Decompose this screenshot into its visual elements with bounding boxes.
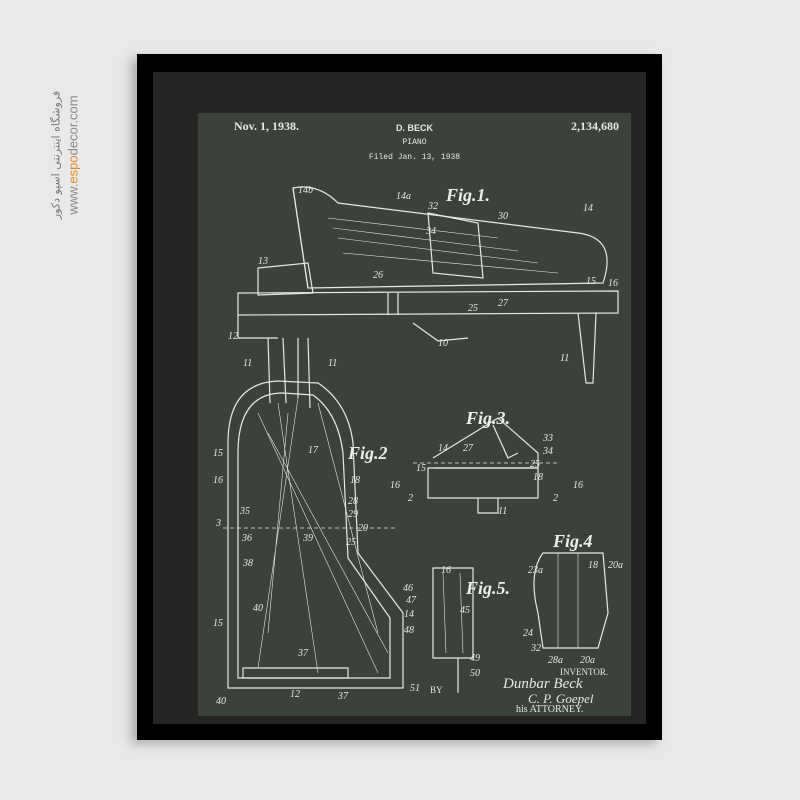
ref-label: 27: [498, 298, 508, 309]
ref-label: 34: [426, 226, 436, 237]
ref-label: 32: [428, 201, 438, 212]
ref-label: 29: [348, 509, 358, 520]
ref-label: 16: [441, 565, 451, 576]
ref-label: 13: [258, 256, 268, 267]
figure-label: Fig.1.: [446, 185, 491, 205]
ref-label: 14: [438, 443, 448, 454]
ref-label: 11: [243, 358, 253, 369]
ref-label: 35: [240, 506, 250, 517]
fig5-detail-drawing: [432, 567, 474, 693]
ref-label: 40: [253, 603, 263, 614]
by-label: BY: [430, 685, 443, 695]
ref-label: 2: [553, 493, 558, 504]
figure-label: Fig.2: [348, 443, 388, 463]
ref-label: 27: [463, 443, 473, 454]
ref-label: 3: [216, 518, 221, 529]
figure-label: Fig.5.: [466, 578, 511, 598]
fig4-detail-drawing: [533, 552, 609, 649]
ref-label: 14: [583, 203, 593, 214]
ref-label: 30: [498, 211, 508, 222]
ref-label: 16: [213, 475, 223, 486]
persian-watermark: فروشگاه اینترنتی اسپو دکور: [49, 90, 63, 220]
frame-mat: Nov. 1, 1938. D. BECK 2,134,680 PIANO Fi…: [153, 72, 646, 724]
figure-label: Fig.4: [553, 531, 593, 551]
ref-label: 33: [543, 433, 553, 444]
ref-label: 47: [406, 595, 416, 606]
patent-inventor-header: D. BECK: [395, 123, 433, 133]
ref-label: 12: [228, 331, 238, 342]
fig2-plan-drawing: [223, 380, 404, 689]
ref-label: 25: [468, 303, 478, 314]
ref-label: 20a: [580, 655, 595, 666]
ref-label: 23a: [528, 565, 543, 576]
ref-label: 11: [498, 506, 508, 517]
ref-label: 37: [298, 648, 308, 659]
ref-label: 14: [404, 609, 414, 620]
ref-label: 14b: [298, 185, 313, 196]
ref-label: 18: [350, 475, 360, 486]
ref-label: 18: [588, 560, 598, 571]
inventor-label: INVENTOR.: [560, 667, 609, 677]
picture-frame: Nov. 1, 1938. D. BECK 2,134,680 PIANO Fi…: [137, 54, 662, 740]
attorney-signature: C. P. Goepel: [528, 691, 594, 706]
ref-label: 37: [338, 691, 348, 702]
ref-label: 15: [586, 276, 596, 287]
patent-date: Nov. 1, 1938.: [234, 119, 300, 133]
patent-title: PIANO: [402, 138, 427, 147]
fig1-piano-drawing: [237, 186, 619, 409]
ref-label: 2: [408, 493, 413, 504]
ref-label: 15: [416, 463, 426, 474]
patent-drawing: [223, 186, 619, 693]
ref-label: 48: [404, 625, 414, 636]
ref-label: 32: [531, 643, 541, 654]
ref-label: 15: [213, 448, 223, 459]
patent-print: Nov. 1, 1938. D. BECK 2,134,680 PIANO Fi…: [198, 113, 631, 716]
ref-label: 40: [216, 696, 226, 707]
patent-number: 2,134,680: [571, 119, 619, 133]
ref-label: 34: [543, 446, 553, 457]
ref-label: 39: [303, 533, 313, 544]
ref-label: 28: [348, 496, 358, 507]
ref-label: 25: [530, 459, 540, 470]
ref-label: 11: [560, 353, 570, 364]
ref-label: 25: [346, 537, 356, 548]
inventor-signature: Dunbar Beck: [503, 676, 583, 692]
ref-label: 28a: [548, 655, 563, 666]
ref-label: 49: [470, 653, 480, 664]
ref-label: 12: [290, 689, 300, 700]
ref-label: 14a: [396, 191, 411, 202]
figure-label: Fig.3.: [466, 408, 511, 428]
ref-label: 50: [470, 668, 480, 679]
ref-label: 11: [328, 358, 338, 369]
fig3-section-drawing: [413, 417, 558, 514]
ref-label: 46: [403, 583, 413, 594]
ref-label: 10: [438, 338, 448, 349]
ref-label: 16: [573, 480, 583, 491]
ref-label: 15: [213, 618, 223, 629]
ref-label: 36: [242, 533, 252, 544]
ref-label: 24: [523, 628, 533, 639]
ref-label: 17: [308, 445, 318, 456]
ref-label: 45: [460, 605, 470, 616]
ref-label: 16: [390, 480, 400, 491]
ref-label: 38: [243, 558, 253, 569]
ref-label: 51: [410, 683, 420, 694]
ref-label: 20a: [608, 560, 623, 571]
patent-filed-date: Filed Jan. 13, 1938: [368, 153, 461, 162]
attorney-label: his ATTORNEY.: [516, 704, 584, 715]
ref-label: 18: [533, 472, 543, 483]
ref-label: 26: [373, 270, 383, 281]
ref-label: 16: [608, 278, 618, 289]
ref-label: 20: [358, 523, 368, 534]
